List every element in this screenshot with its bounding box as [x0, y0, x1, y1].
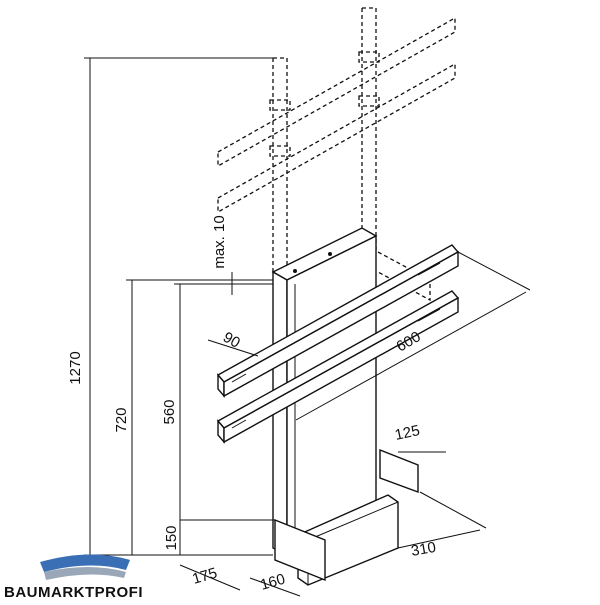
dim-foot-width: 125 [393, 422, 421, 444]
dim-depth-310: 310 [410, 539, 438, 560]
dimension-lines [84, 57, 531, 597]
dim-total-height: 1270 [67, 351, 84, 384]
dim-max-adjust: max. 10 [211, 215, 228, 268]
dim-height-150: 150 [163, 525, 180, 550]
cross-rails [216, 244, 460, 444]
upper-frame-dashed [217, 7, 456, 352]
dim-height-720: 720 [113, 407, 130, 432]
dim-rail-width: 90 [220, 329, 243, 352]
brand-logo: BAUMARKTPROFI [4, 554, 143, 601]
dim-width-175: 175 [190, 565, 219, 588]
dim-width-160: 160 [258, 571, 287, 594]
dim-height-560: 560 [161, 399, 178, 424]
brand-name: BAUMARKTPROFI [4, 584, 143, 600]
brand-swoosh-icon [40, 554, 130, 572]
